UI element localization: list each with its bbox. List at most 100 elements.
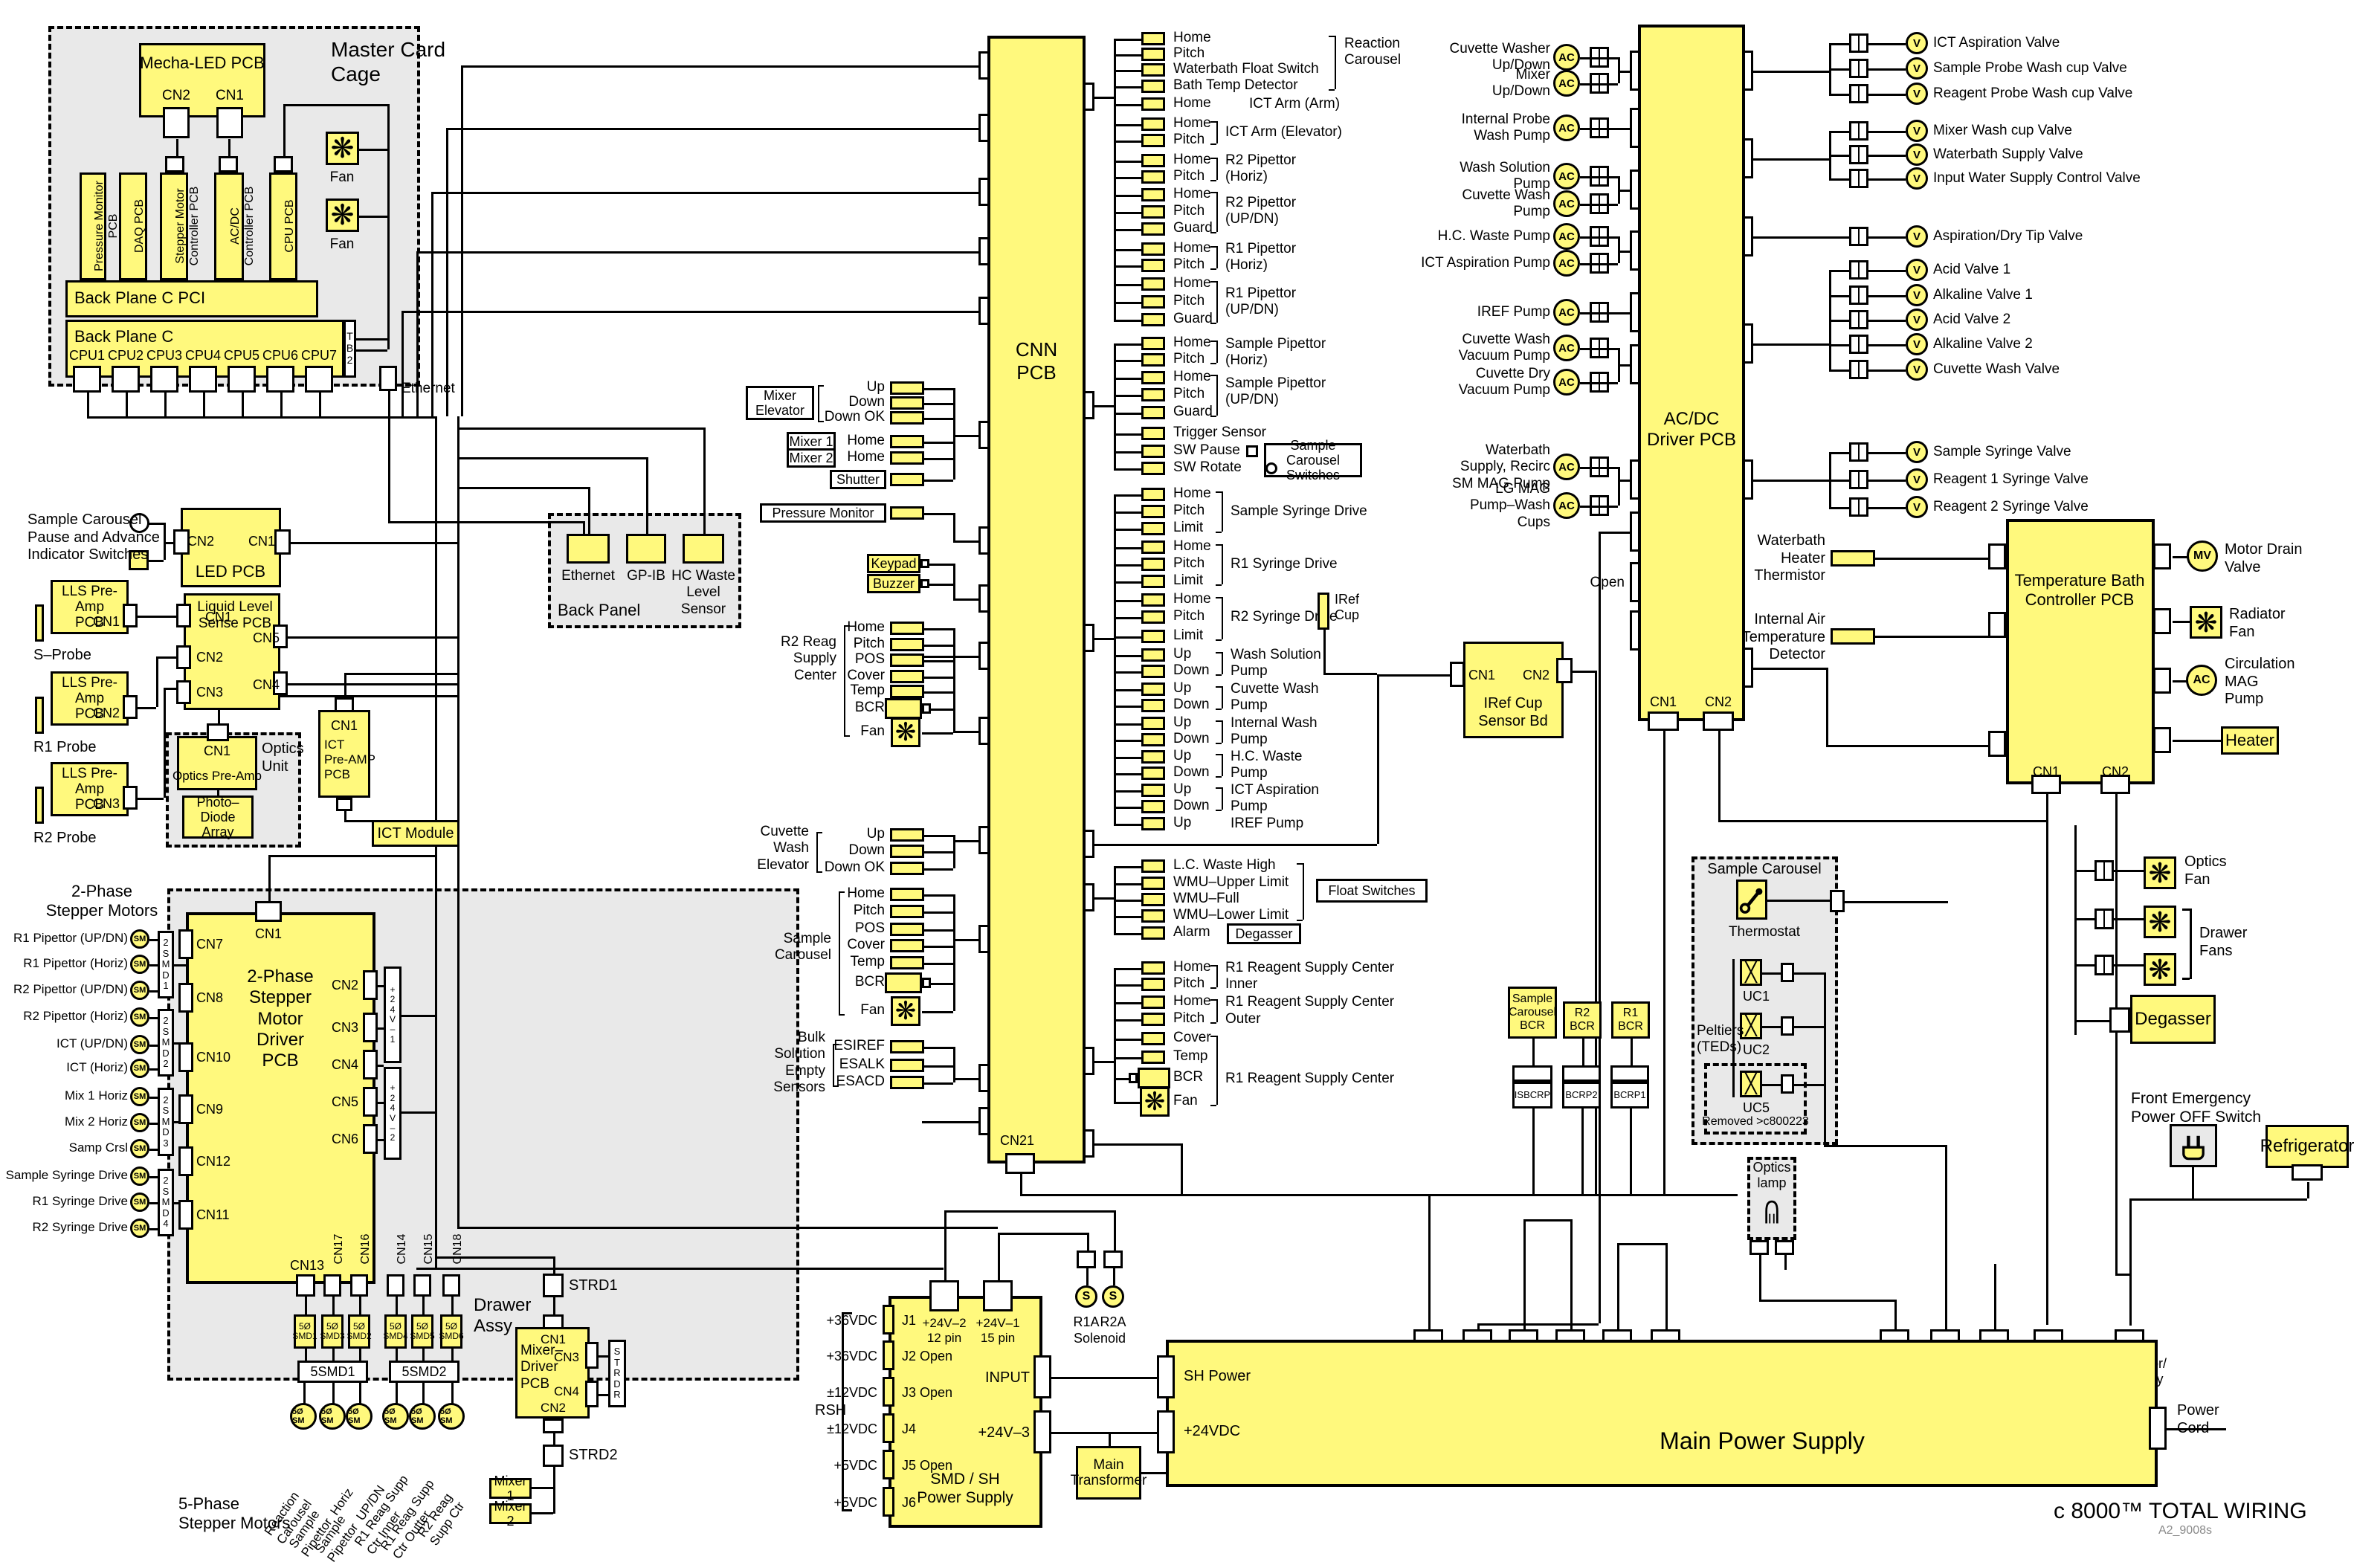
tb-cn4-stub	[1988, 612, 2006, 638]
wire	[1094, 638, 1114, 640]
cn1: CN1	[1649, 694, 1677, 709]
pressure-monitor-pcb-card	[80, 172, 106, 280]
wire	[1222, 686, 1223, 709]
fuse-pair	[1849, 470, 1868, 489]
lls3: LLS Pre-Amp PCB	[51, 762, 129, 816]
sensor-stub	[890, 396, 924, 410]
j6-stub	[883, 1487, 894, 1517]
j6: J6	[902, 1495, 917, 1510]
sensor-stub	[890, 1059, 924, 1072]
sensor-stub	[1141, 665, 1165, 678]
wire	[553, 1467, 555, 1487]
j3-open: J3 Open	[902, 1385, 953, 1400]
smd5-5: 5Ø SMD5	[410, 1314, 435, 1349]
valve-label: ICT Aspiration Valve	[1933, 35, 2060, 51]
valve: V	[1906, 83, 1928, 105]
ac-motor: AC	[1553, 190, 1580, 217]
valve: V	[1906, 167, 1928, 190]
sensor-stub	[1141, 961, 1165, 975]
uc2-box: ╳	[1740, 1013, 1762, 1039]
fuse-pair	[1849, 145, 1868, 164]
sensor-stub	[1141, 800, 1165, 813]
wire	[1216, 639, 1222, 641]
mecha-led-label: Mecha-LED PCB	[140, 54, 265, 72]
wire	[833, 1085, 839, 1087]
tb2: T B 2	[344, 320, 356, 378]
sensor-label: Guard	[1173, 220, 1213, 236]
wire	[1114, 229, 1141, 231]
wire	[1094, 405, 1114, 407]
led-cn1-stub	[274, 529, 291, 555]
ac-motor: AC	[1553, 369, 1580, 396]
valve: V	[1906, 441, 1928, 463]
sensor-label: POS	[854, 920, 885, 936]
wire	[998, 1233, 1000, 1280]
ac-dc-controller-pcb: AC/DC Controller PCB	[229, 186, 256, 266]
sensor-label: Home	[847, 449, 885, 465]
wire	[953, 1047, 955, 1082]
sensor-label: Home	[1173, 152, 1211, 167]
stepper-motor: SM	[130, 1166, 149, 1186]
sensor-stub	[890, 1076, 924, 1089]
side-label: ICT Arm (Arm)	[1249, 96, 1341, 112]
uc5-box: ╳	[1740, 1071, 1762, 1097]
wire	[1114, 413, 1141, 415]
wire	[1210, 121, 1216, 123]
wire	[953, 1078, 978, 1080]
r2-bcr: R2 BCR	[1563, 1001, 1602, 1039]
wire	[1114, 706, 1141, 708]
stepper-motor-label: Samp Crsl	[68, 1140, 128, 1155]
wire	[1216, 281, 1218, 323]
wire	[1094, 1061, 1114, 1063]
motor-label: Cuvette Wash Vacuum Pump	[1458, 332, 1550, 364]
liquid-level-sense-pcb: Liquid Level Sense PCB	[197, 599, 273, 632]
label-box: Mixer 1	[787, 432, 836, 451]
ict-preamp-pcb	[318, 710, 370, 798]
p24vdc-stub	[1157, 1410, 1175, 1453]
wire	[1994, 1264, 1996, 1329]
wire	[149, 939, 158, 941]
wire	[1094, 1143, 1181, 1146]
drawer-fan-pair-1	[2094, 909, 2114, 929]
power-cord-label: Power Cord	[2177, 1402, 2219, 1436]
wire	[1114, 39, 1141, 41]
sensor-stub	[1141, 117, 1165, 131]
side-label: Sample Syringe Drive	[1231, 503, 1367, 519]
fuse-pair	[1849, 442, 1868, 462]
wire	[149, 523, 164, 525]
wire	[1210, 987, 1216, 989]
wire	[268, 855, 435, 857]
cpu3-stub	[150, 366, 178, 393]
wire	[924, 894, 953, 897]
ac-motor: AC	[1553, 299, 1580, 326]
wire	[387, 104, 390, 150]
wire	[583, 521, 585, 534]
wire	[1216, 491, 1222, 493]
wire	[451, 1297, 454, 1314]
sd-cn5-stub	[363, 1087, 378, 1117]
wire	[1580, 128, 1630, 130]
wire	[922, 732, 953, 735]
indicator-circle	[129, 512, 149, 533]
wire	[599, 1355, 608, 1358]
wire	[2074, 870, 2094, 872]
sd-cn7-stub	[178, 929, 193, 959]
valve: V	[1906, 32, 1928, 54]
p24v1-top-stub	[983, 1280, 1013, 1311]
cn16: CN16	[359, 1233, 372, 1265]
wire	[953, 939, 978, 941]
wire	[1759, 1255, 1761, 1300]
wire	[1114, 494, 1116, 824]
sensor-stub	[1141, 242, 1165, 256]
j3-stub	[883, 1377, 894, 1407]
wire	[1216, 810, 1222, 811]
wire	[924, 660, 953, 662]
wire	[924, 513, 953, 515]
ict-preamp-top-stub	[335, 697, 354, 712]
lls-cn5-stub	[273, 625, 288, 648]
wire	[1759, 1300, 1894, 1302]
sensor-stub	[1141, 406, 1165, 419]
side-label: R2 Pipettor (Horiz)	[1225, 152, 1297, 185]
lamp-stub-1	[1749, 1240, 1769, 1255]
cn4: CN4	[253, 677, 280, 692]
